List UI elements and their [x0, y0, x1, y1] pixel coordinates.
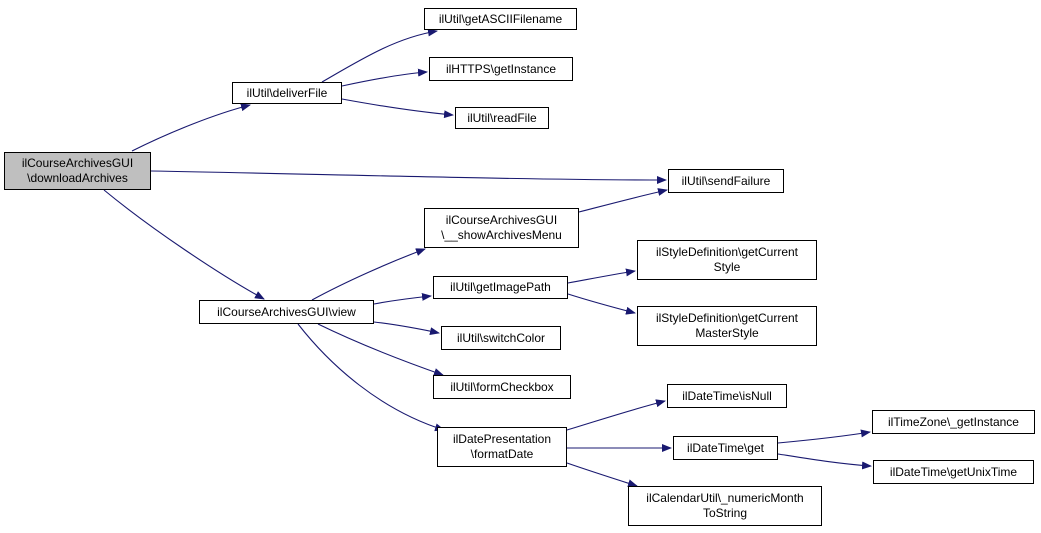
node-label: ilDateTime\getUnixTime	[889, 464, 1018, 479]
edge-view-to-imagePath	[373, 292, 432, 305]
edge-formatDate-to-isNull	[566, 399, 666, 431]
node-date-time-get[interactable]: ilDateTime\get	[673, 436, 778, 460]
node-label: ilStyleDefinition\getCurrent MasterStyle	[655, 311, 799, 340]
node-form-checkbox[interactable]: ilUtil\formCheckbox	[433, 375, 571, 399]
node-get-current-style[interactable]: ilStyleDefinition\getCurrent Style	[637, 240, 817, 280]
node-label: ilCourseArchivesGUI\view	[217, 304, 356, 319]
edge-root-to-deliverFile	[131, 103, 251, 152]
node-label: ilUtil\getImagePath	[450, 280, 551, 294]
node-view[interactable]: ilCourseArchivesGUI\view	[199, 300, 374, 324]
node-switch-color[interactable]: ilUtil\switchColor	[441, 326, 561, 350]
node-label: ilUtil\deliverFile	[246, 85, 328, 100]
node-read-file[interactable]: ilUtil\readFile	[455, 107, 549, 129]
node-label: ilHTTPS\getInstance	[445, 61, 557, 76]
node-root-download-archives: ilCourseArchivesGUI \downloadArchives	[4, 152, 151, 190]
node-label: ilDateTime\get	[687, 440, 764, 455]
edge-view-to-showMenu	[311, 248, 426, 301]
node-get-image-path[interactable]: ilUtil\getImagePath	[433, 276, 568, 299]
node-get-unix-time[interactable]: ilDateTime\getUnixTime	[873, 460, 1034, 484]
node-label: ilTimeZone\_getInstance	[888, 414, 1019, 429]
node-get-current-master-style[interactable]: ilStyleDefinition\getCurrent MasterStyle	[637, 306, 817, 346]
node-label: ilCourseArchivesGUI \__showArchivesMenu	[441, 213, 562, 242]
edge-imagePath-to-styleMaster	[567, 293, 636, 315]
node-timezone-get-instance[interactable]: ilTimeZone\_getInstance	[872, 410, 1035, 434]
edge-imagePath-to-styleCur	[567, 268, 636, 284]
node-label: ilDatePresentation \formatDate	[452, 432, 552, 461]
edge-dtGet-to-unixTime	[777, 453, 872, 470]
node-label: ilUtil\formCheckbox	[450, 379, 554, 394]
edge-view-to-switchColor	[373, 321, 440, 336]
node-format-date[interactable]: ilDatePresentation \formatDate	[437, 427, 567, 467]
edge-deliverFile-to-getASCII	[321, 28, 438, 83]
node-deliver-file[interactable]: ilUtil\deliverFile	[232, 82, 342, 104]
node-label: ilUtil\getASCIIFilename	[438, 11, 563, 26]
node-label: ilStyleDefinition\getCurrent Style	[655, 245, 799, 274]
node-send-failure[interactable]: ilUtil\sendFailure	[668, 169, 784, 193]
node-label: ilUtil\switchColor	[456, 330, 545, 345]
edge-deliverFile-to-httpsInst	[341, 68, 428, 87]
node-label: ilUtil\readFile	[467, 110, 537, 125]
node-https-get-instance[interactable]: ilHTTPS\getInstance	[429, 57, 573, 81]
edge-view-to-formCheckbox	[317, 323, 444, 376]
edge-view-to-formatDate	[297, 323, 445, 432]
node-label: ilCalendarUtil\_numericMonth ToString	[646, 491, 804, 520]
edge-root-to-sendFailure	[150, 170, 667, 184]
node-show-archives-menu[interactable]: ilCourseArchivesGUI \__showArchivesMenu	[424, 208, 579, 248]
edge-formatDate-to-numMonth	[566, 462, 638, 488]
edge-deliverFile-to-readFile	[341, 98, 454, 119]
node-label: ilCourseArchivesGUI \downloadArchives	[21, 156, 134, 185]
node-is-null[interactable]: ilDateTime\isNull	[667, 384, 787, 408]
edge-showMenu-to-sendFailure	[578, 188, 668, 213]
node-label: ilDateTime\isNull	[682, 388, 772, 403]
node-label: ilUtil\sendFailure	[681, 173, 771, 188]
edge-dtGet-to-tzInst	[777, 429, 871, 444]
edge-root-to-view	[103, 189, 265, 300]
node-get-ascii-filename[interactable]: ilUtil\getASCIIFilename	[424, 8, 577, 30]
node-numeric-month-to-string[interactable]: ilCalendarUtil\_numericMonth ToString	[628, 486, 822, 526]
